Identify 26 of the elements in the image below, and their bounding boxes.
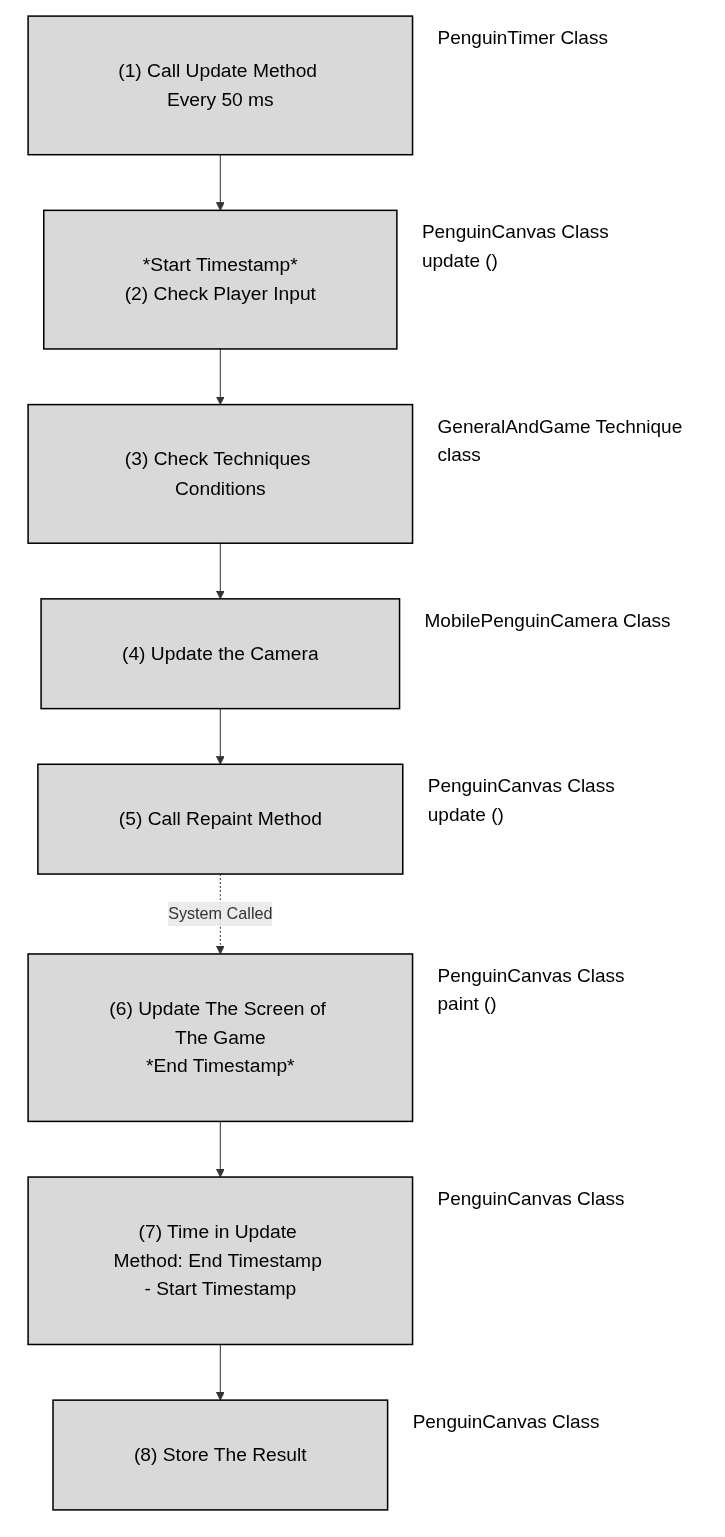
- edge-label: System Called: [168, 904, 273, 923]
- class-note: PenguinCanvas Class: [437, 963, 626, 988]
- class-note: MobilePenguinCamera Class: [424, 608, 672, 633]
- arrow: [215, 348, 225, 405]
- node-box: (5) Call Repaint Method: [37, 763, 404, 875]
- class-note: paint (): [437, 992, 498, 1017]
- node-box: (6) Update The Screen of The Game *End Timestamp*: [27, 953, 414, 1123]
- class-note: PenguinCanvas Class: [437, 1187, 626, 1212]
- class-note: update (): [421, 248, 499, 273]
- class-note: GeneralAndGame Technique class: [437, 414, 684, 468]
- arrow: [215, 154, 225, 211]
- class-note: PenguinTimer Class: [437, 26, 609, 51]
- node-box: (7) Time in Update Method: End Timestamp - Start Timestamp: [27, 1176, 414, 1346]
- node-box: (8) Store The Result: [52, 1399, 389, 1511]
- class-note: update (): [427, 802, 505, 827]
- node-box: (3) Check Techniques Conditions: [27, 403, 414, 544]
- node-box: (4) Update the Camera: [40, 598, 401, 710]
- node-box: (1) Call Update Method Every 50 ms: [27, 15, 414, 156]
- arrow: [215, 1120, 225, 1178]
- class-note: PenguinCanvas Class: [412, 1410, 601, 1435]
- class-note: PenguinCanvas Class: [421, 220, 610, 245]
- node-box: *Start Timestamp* (2) Check Player Input: [43, 209, 398, 350]
- class-note: PenguinCanvas Class: [427, 774, 616, 799]
- arrow: [215, 542, 225, 600]
- arrow: [215, 708, 225, 765]
- arrow: [215, 1344, 225, 1401]
